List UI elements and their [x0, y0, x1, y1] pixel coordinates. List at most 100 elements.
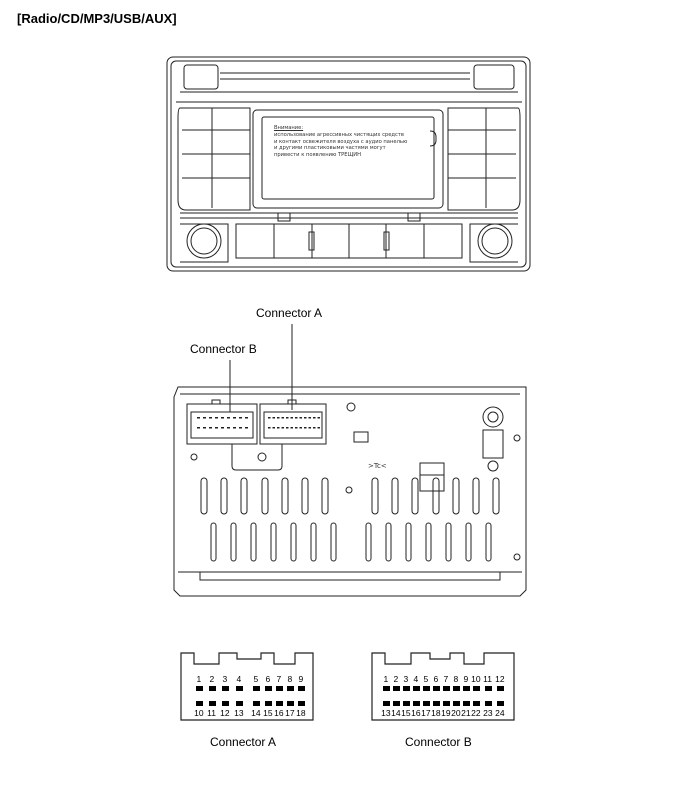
rear-pin	[313, 417, 316, 419]
rear-pin	[295, 417, 298, 419]
pin-number: 3	[403, 674, 409, 684]
pin-contact	[422, 686, 430, 691]
pin-number: 1	[196, 674, 202, 684]
vent-slot	[405, 522, 412, 562]
pin-contact	[221, 701, 229, 706]
pin-number: 23	[483, 708, 493, 718]
vent-slot	[290, 522, 297, 562]
pin-contact	[297, 686, 305, 691]
pin-contact	[402, 701, 410, 706]
pin-number: 18	[296, 708, 306, 718]
pin-number: 4	[413, 674, 419, 684]
rear-pin	[290, 427, 293, 429]
vent-slot	[261, 477, 269, 515]
pin-contact	[208, 701, 216, 706]
rear-pin	[295, 427, 298, 429]
display-notice-line: и контакт освежителя воздуха с аудио пан…	[274, 138, 408, 145]
rear-pin	[304, 427, 307, 429]
vent-slot	[425, 522, 432, 562]
callout-connector-b: Connector B	[190, 342, 257, 356]
rear-pin	[203, 427, 206, 429]
rear-pin	[197, 427, 200, 429]
pin-number: 15	[263, 708, 273, 718]
rear-pin	[197, 417, 200, 419]
pin-contact	[496, 686, 504, 691]
pin-contact	[452, 686, 460, 691]
rear-pin	[299, 427, 302, 429]
pin-number: 11	[483, 674, 492, 684]
rear-pin	[281, 417, 284, 419]
pin-contact	[392, 701, 400, 706]
pin-contact	[275, 686, 283, 691]
rear-pin	[272, 427, 275, 429]
rear-pin	[308, 427, 311, 429]
pin-contact	[422, 701, 430, 706]
pin-contact	[252, 701, 260, 706]
pin-number: 12	[495, 674, 505, 684]
pin-number: 21	[461, 708, 471, 718]
rear-pin	[317, 417, 320, 419]
vent-slot	[230, 522, 237, 562]
vent-slot	[385, 522, 392, 562]
rear-pin	[239, 427, 242, 429]
rear-pin	[313, 427, 316, 429]
pin-contact	[252, 686, 260, 691]
pin-number: 15	[401, 708, 411, 718]
rear-pin	[286, 427, 289, 429]
rear-pin	[227, 417, 230, 419]
pin-number: 10	[194, 708, 204, 718]
pin-number: 2	[393, 674, 399, 684]
rear-pin	[227, 427, 230, 429]
pin-number: 14	[251, 708, 261, 718]
vent-slot	[210, 522, 217, 562]
display-notice-line: использование агрессивных чистящих средс…	[274, 131, 404, 138]
pin-number: 6	[265, 674, 271, 684]
vent-slot	[310, 522, 317, 562]
rear-pin	[239, 417, 242, 419]
vent-slot	[301, 477, 309, 515]
rear-pin	[245, 417, 248, 419]
pin-number: 5	[423, 674, 429, 684]
rear-pin	[286, 417, 289, 419]
rear-pin	[299, 417, 302, 419]
pin-number: 5	[253, 674, 259, 684]
vent-slot	[330, 522, 337, 562]
vent-slot	[270, 522, 277, 562]
pin-contact	[286, 686, 294, 691]
pin-contact	[286, 701, 294, 706]
display-notice-line: привести к появлению ТРЕЩИН	[274, 152, 362, 159]
vent-slot	[432, 477, 440, 515]
vent-slot	[492, 477, 500, 515]
pin-number: 3	[222, 674, 228, 684]
pin-number: 11	[207, 708, 216, 718]
rear-pin	[281, 427, 284, 429]
rear-pin	[203, 417, 206, 419]
rear-pin	[209, 417, 212, 419]
pin-number: 16	[411, 708, 421, 718]
rear-pin	[268, 417, 271, 419]
vent-slot	[485, 522, 492, 562]
pin-number: 20	[451, 708, 461, 718]
pin-number: 14	[391, 708, 401, 718]
pin-number: 9	[463, 674, 469, 684]
vent-slot	[445, 522, 452, 562]
pin-contact	[235, 701, 243, 706]
pin-contact	[195, 686, 203, 691]
pin-contact	[382, 686, 390, 691]
pin-contact	[432, 686, 440, 691]
pin-number: 2	[209, 674, 215, 684]
vent-slot	[371, 477, 379, 515]
vent-slot	[281, 477, 289, 515]
pin-number: 9	[298, 674, 304, 684]
rear-pin	[245, 427, 248, 429]
rear-pin	[268, 427, 271, 429]
pin-number: 6	[433, 674, 439, 684]
pin-number: 16	[274, 708, 284, 718]
pin-number: 17	[285, 708, 295, 718]
pin-contact	[462, 686, 470, 691]
pin-contact	[452, 701, 460, 706]
rear-pin	[215, 417, 218, 419]
pin-contact	[382, 701, 390, 706]
pin-contact	[412, 686, 420, 691]
rear-pin	[317, 427, 320, 429]
